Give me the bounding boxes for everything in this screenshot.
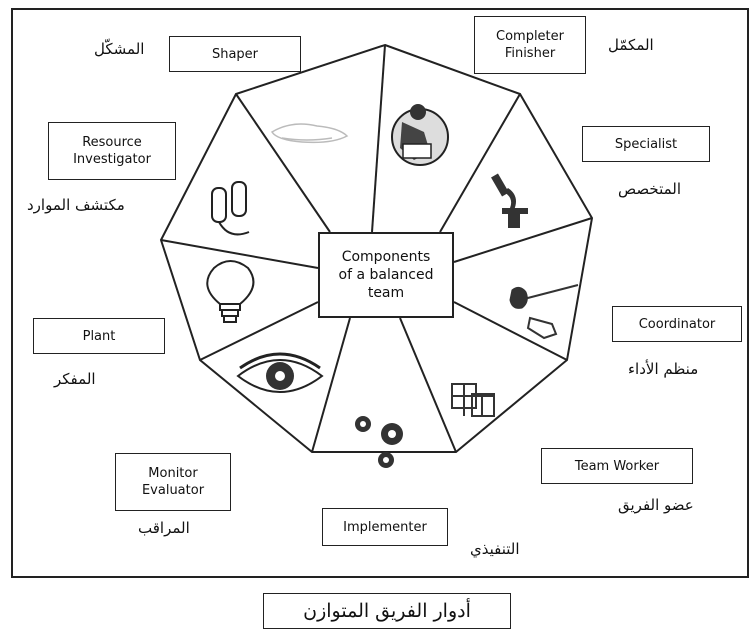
role-label-coordinator: Coordinator [612,306,742,342]
role-label-resource-investigator: Resource Investigator [48,122,176,180]
conductor-icon [509,284,579,340]
role-label-specialist: Specialist [582,126,710,162]
role-arabic-implementer: التنفيذي [470,540,520,558]
role-label-implementer: Implementer [322,508,448,546]
role-label-completer-finisher: Completer Finisher [474,16,586,74]
role-label-team-worker: Team Worker [541,448,693,484]
role-arabic-specialist: المتخصص [618,180,682,198]
worker-icon [391,104,449,166]
eye-icon [236,352,324,393]
role-arabic-shaper: المشكّل [94,40,145,58]
telephone-icon [211,181,250,236]
spokes [160,44,593,453]
center-label: Components of a balanced team [318,232,454,318]
role-arabic-completer-finisher: المكمّل [608,36,654,54]
role-arabic-plant: المفكر [54,370,96,388]
role-arabic-monitor-evaluator: المراقب [138,519,190,537]
diagram-caption: أدوار الفريق المتوازن [263,593,511,629]
gears-icon [355,416,403,468]
lightbulb-icon [206,260,255,323]
role-arabic-coordinator: منظم الأداء [628,360,699,378]
team-icon [451,383,495,417]
microscope-icon [491,173,528,228]
role-label-monitor-evaluator: Monitor Evaluator [115,453,231,511]
cloud-icon [270,123,349,144]
role-label-shaper: Shaper [169,36,301,72]
role-arabic-resource-investigator: مكتشف الموارد [27,196,125,214]
role-label-plant: Plant [33,318,165,354]
role-arabic-team-worker: عضو الفريق [618,496,694,514]
